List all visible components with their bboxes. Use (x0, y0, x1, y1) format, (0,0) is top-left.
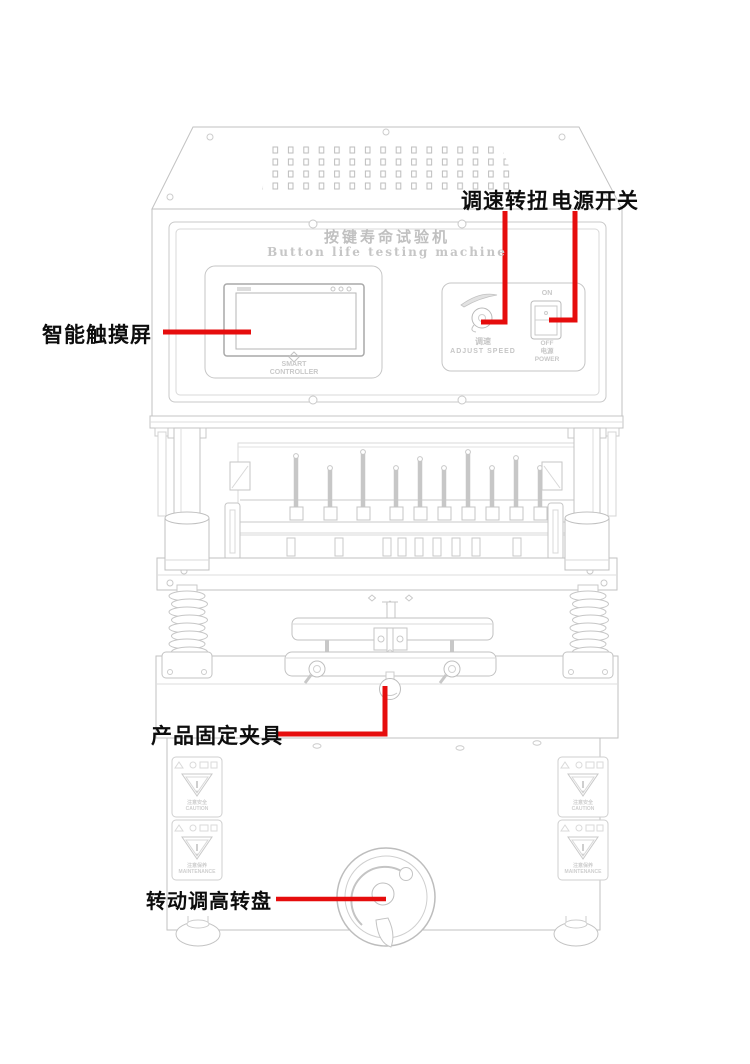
warning-caption: 注意安全 CAUTION (572, 800, 595, 812)
screen-caption-line1: SMART (281, 361, 307, 368)
warning-caption-cn: 注意安全 (186, 800, 207, 806)
annotation-lines (163, 211, 578, 902)
back-panel (237, 442, 576, 536)
diamond-mark (288, 351, 300, 363)
switch-off-line: OFF (540, 340, 554, 347)
warning-caption-en: MAINTENANCE (178, 869, 216, 875)
lower-clamp-blocks (286, 537, 522, 557)
speed-arrow-icon (460, 293, 498, 308)
switch-en-line: POWER (534, 356, 560, 363)
switch-cn-line: 电源 (540, 348, 554, 355)
press-section (149, 415, 624, 608)
control-panel (441, 282, 586, 372)
screen-caption: SMART CONTROLLER (270, 361, 319, 377)
annotation-speed-knob: 调速转扭 (461, 190, 549, 213)
warning-caption-en: MAINTENANCE (564, 869, 602, 875)
foot-left (175, 916, 221, 947)
foot-right (553, 916, 599, 947)
warning-caption: 注意保养 MAINTENANCE (179, 863, 216, 875)
annotation-fixture: 产品固定夹具 (151, 725, 283, 748)
clamp-knobs (303, 660, 461, 684)
slide-rails (224, 461, 564, 561)
vent-grid (262, 143, 518, 190)
warning-caption-cn: 注意安全 (572, 800, 593, 806)
screen-caption-line2: CONTROLLER (269, 369, 319, 376)
machine-title-cn: 按键寿命试验机 (323, 229, 451, 246)
leader-fixture (277, 686, 388, 737)
warning-caption-en: CAUTION (571, 806, 595, 812)
leader-power-switch (549, 211, 578, 323)
press-bed-plate (156, 557, 618, 591)
warning-caption-cn: 注意保养 (572, 863, 594, 869)
annotation-power-switch: 电源开关 (551, 190, 639, 213)
top-screws (166, 128, 608, 201)
warning-caption-cn: 注意保养 (186, 863, 208, 869)
warning-caption: 注意安全 CAUTION (186, 800, 209, 812)
machine-title-en: Button life testing machine (267, 245, 507, 259)
frame-latches (308, 219, 467, 405)
guide-posts (154, 427, 620, 521)
adjustable-feet (175, 916, 599, 947)
annotation-touch-screen: 智能触摸屏 (42, 324, 152, 347)
warning-caption-en: CAUTION (185, 806, 209, 812)
annotation-handwheel: 转动调高转盘 (146, 891, 272, 913)
speed-knob-caption-cn: 调速 (475, 337, 491, 346)
speed-knob-caption: 调速 ADJUST SPEED (450, 337, 516, 357)
screen-led-dots (330, 286, 352, 292)
shock-springs (161, 584, 614, 679)
speed-knob-caption-en: ADJUST SPEED (450, 348, 516, 355)
warning-caption: 注意保养 MAINTENANCE (565, 863, 602, 875)
post-bushings (164, 511, 610, 571)
switch-off-caption: OFF 电源 POWER (535, 340, 560, 364)
touch-screen (204, 265, 383, 379)
leader-speed-knob (481, 211, 508, 325)
test-pins (289, 449, 548, 521)
product-clamp-bars (284, 601, 497, 684)
switch-on-caption: ON (541, 290, 553, 297)
